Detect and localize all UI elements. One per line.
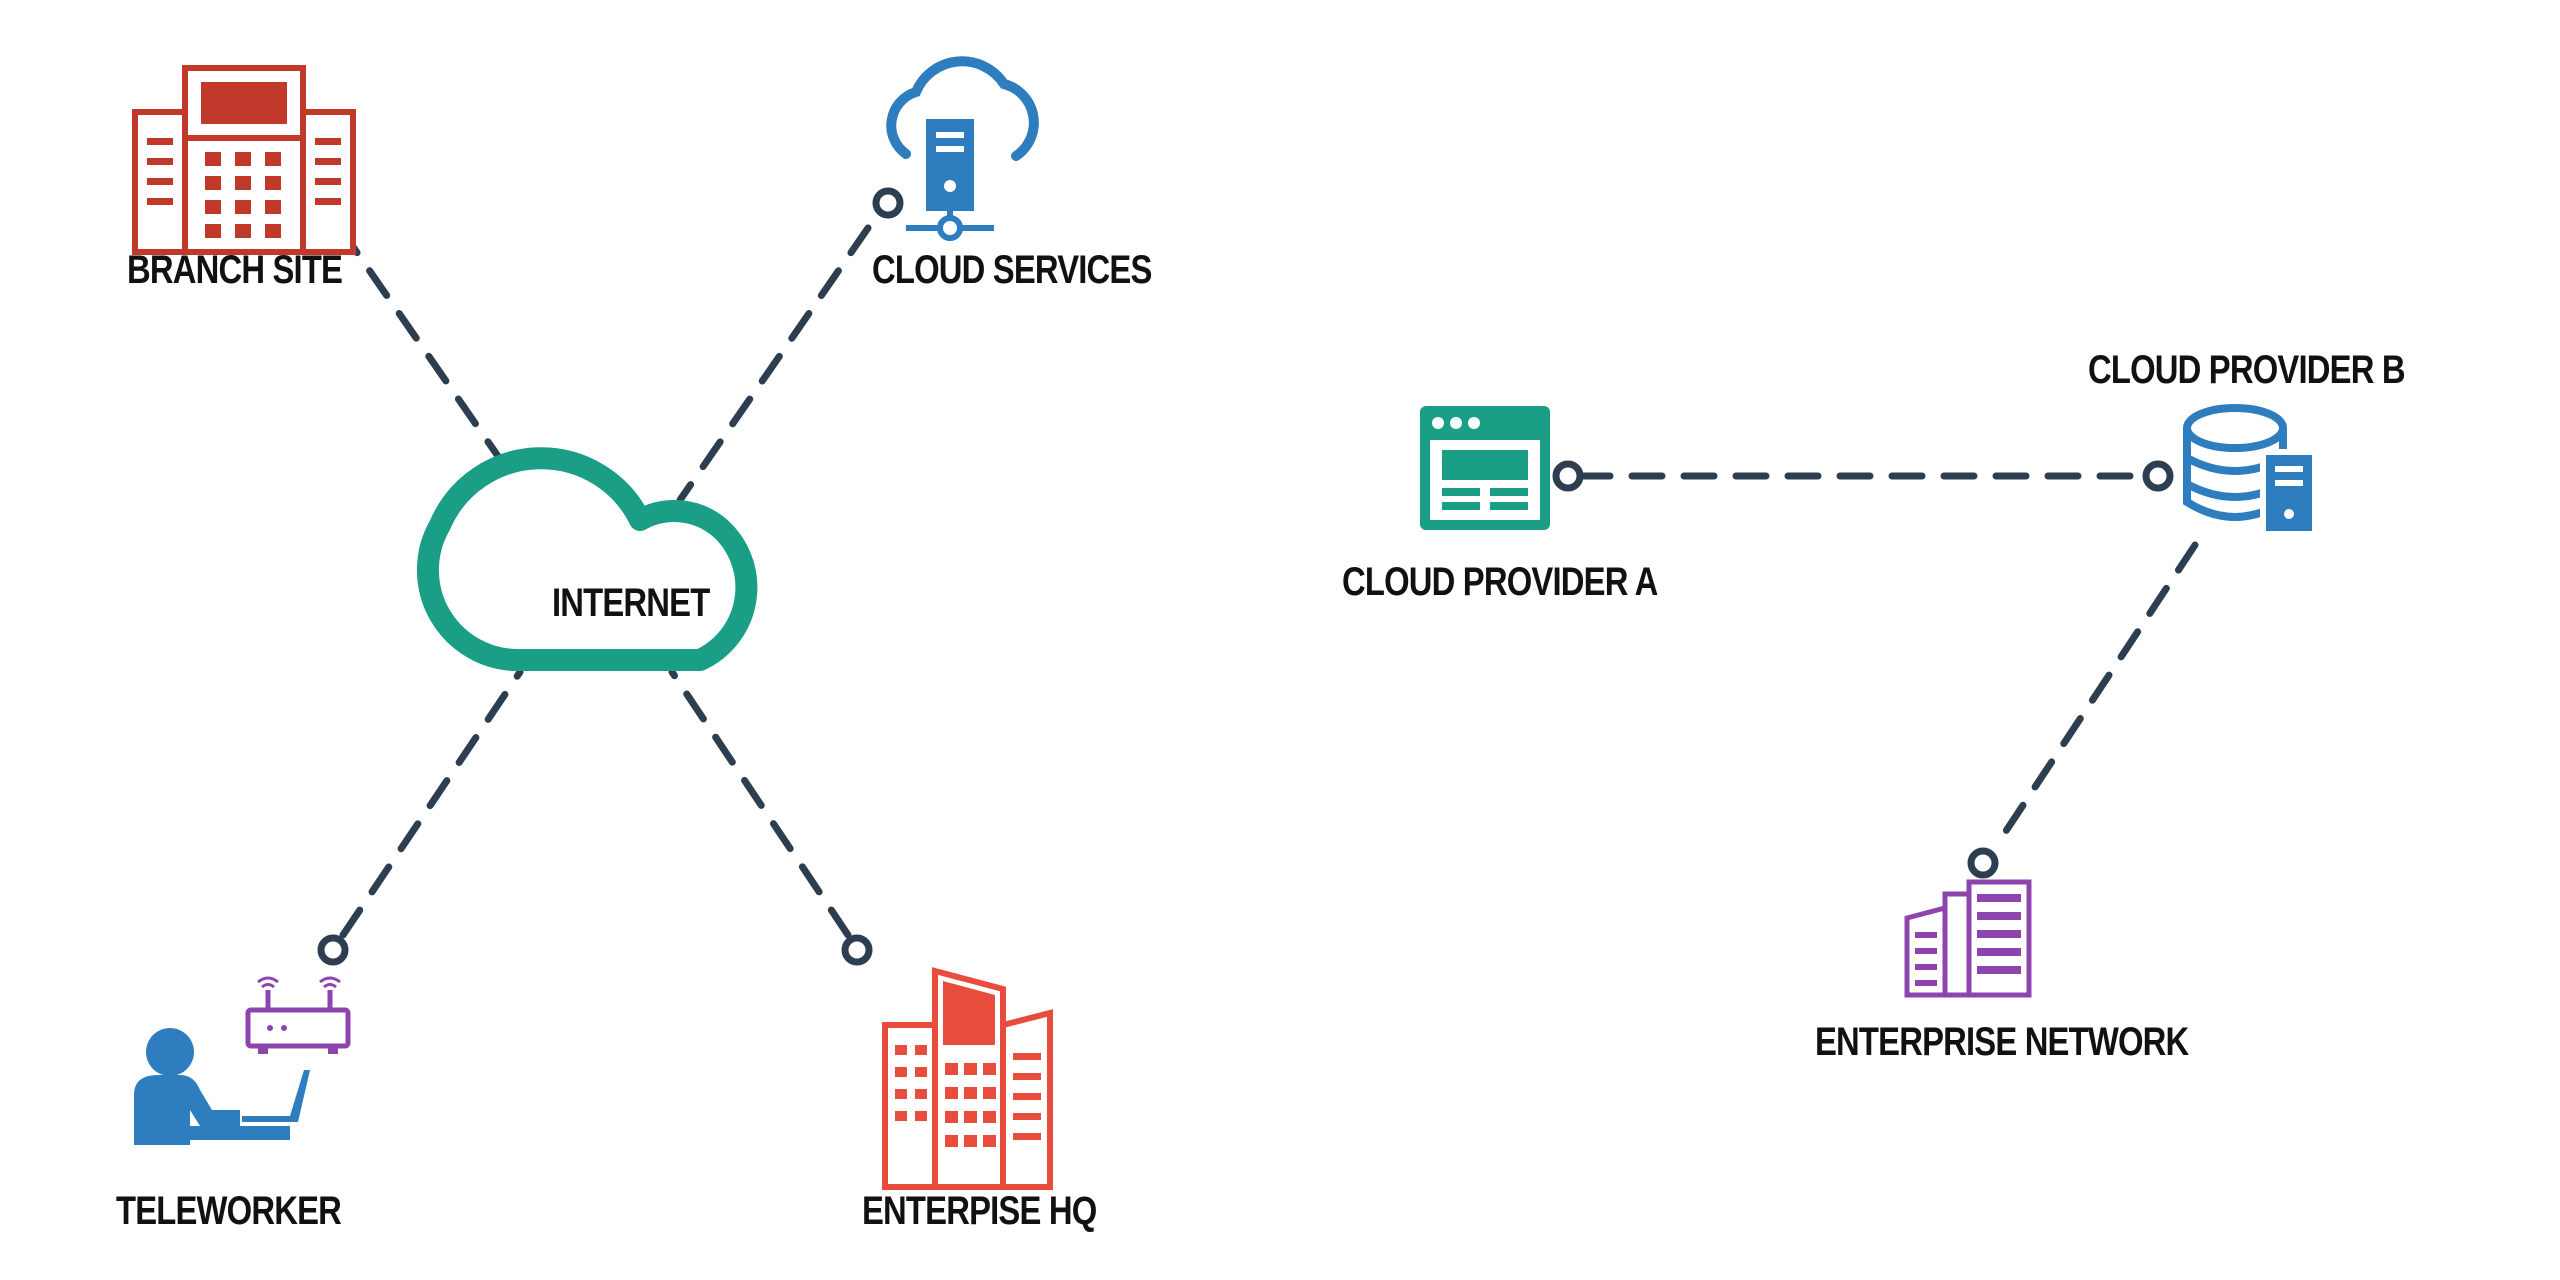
connector-teleworker-internet (339, 668, 524, 939)
label-cloud-provider-b: CLOUD PROVIDER B (2088, 348, 2406, 392)
database-server-icon (2183, 404, 2318, 537)
router-icon (245, 976, 351, 1054)
office-building-icon (132, 65, 356, 255)
cloud-icon (416, 447, 758, 672)
browser-window-icon (1420, 406, 1550, 530)
connectors-left (336, 224, 872, 939)
label-cloud-provider-a: CLOUD PROVIDER A (1342, 560, 1658, 604)
endpoint-providerA (1552, 460, 1584, 492)
label-teleworker: TELEWORKER (116, 1189, 342, 1233)
label-enterprise-network: ENTERPRISE NETWORK (1815, 1020, 2189, 1064)
endpoint-hq (841, 934, 873, 966)
endpoint-enterprise (1967, 847, 1999, 879)
label-cloud-services: CLOUD SERVICES (872, 248, 1152, 292)
connectors-right (1576, 472, 2199, 844)
connector-cloudservices-internet (676, 224, 872, 504)
headquarters-building-icon (882, 967, 1053, 1190)
connector-hq-internet (668, 668, 852, 939)
endpoint-providerB (2142, 460, 2174, 492)
label-branch-site: BRANCH SITE (127, 248, 343, 292)
datacenter-buildings-icon (1904, 879, 2032, 998)
cloud-server-icon (886, 56, 1039, 241)
endpoint-teleworker (317, 934, 349, 966)
label-enterprise-hq: ENTERPISE HQ (862, 1189, 1097, 1233)
person-laptop-router-icon (134, 976, 351, 1145)
connector-branch-internet (336, 224, 524, 492)
connector-endpoints-right (1552, 460, 2174, 879)
endpoint-cloudservices (872, 187, 904, 219)
label-internet: INTERNET (552, 581, 710, 625)
connector-providerB-enterprise (1996, 541, 2199, 844)
